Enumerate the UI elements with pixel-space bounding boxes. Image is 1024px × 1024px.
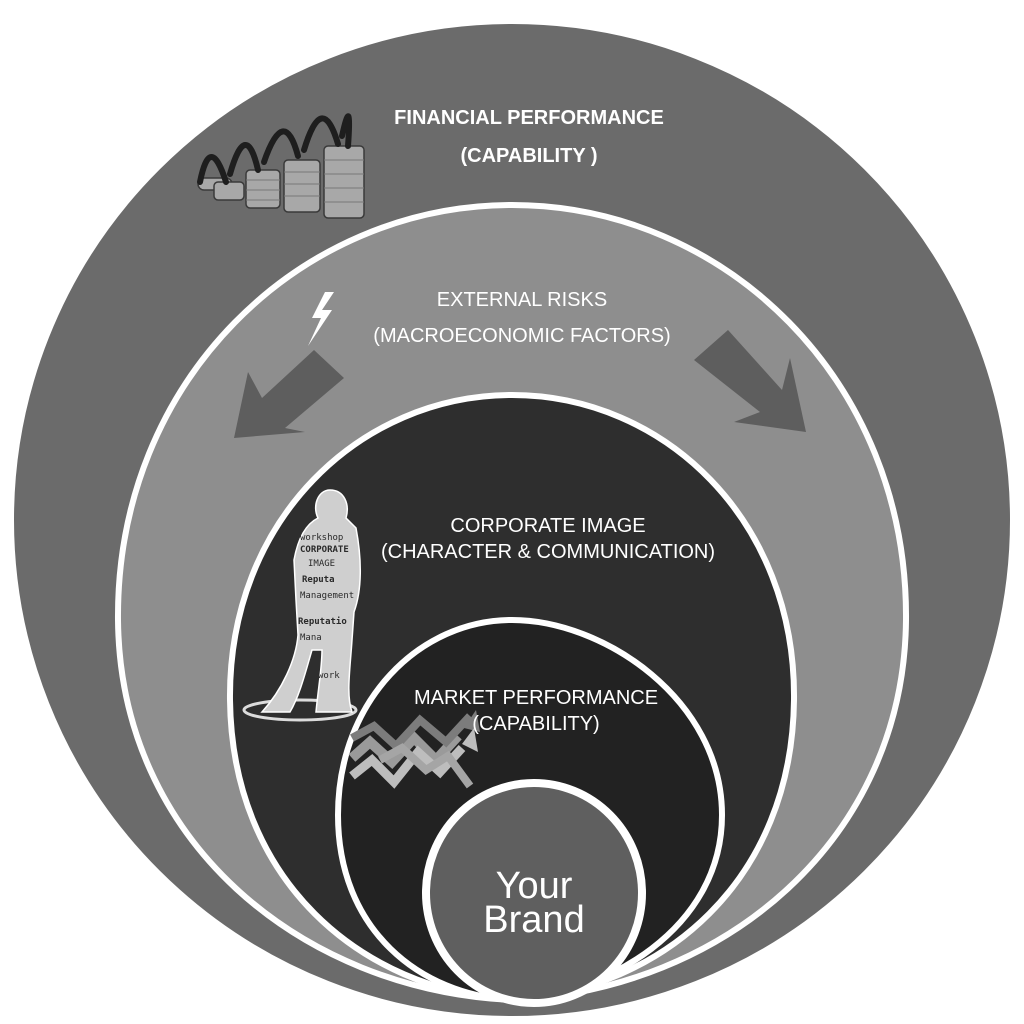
your-brand-core [422,779,646,1007]
arrow-down-left-icon [234,350,344,438]
svg-text:Reputatio: Reputatio [298,616,347,627]
external-risks-subtitle: (MACROECONOMIC FACTORS) [373,325,670,347]
arrow-down-right-icon [694,330,806,432]
your-brand-line2: Brand [483,899,584,941]
market-performance-title: MARKET PERFORMANCE [414,687,658,709]
person-silhouette-icon: workshop CORPORATE IMAGE Reputa Manageme… [242,489,361,722]
market-performance-subtitle: (CAPABILITY) [472,713,599,735]
external-risks-title: EXTERNAL RISKS [437,289,607,311]
svg-text:work: work [318,671,340,681]
your-brand-line1: Your [496,865,573,907]
financial-performance-subtitle: (CAPABILITY ) [460,145,597,167]
corporate-image-title: CORPORATE IMAGE [450,515,645,537]
lightning-icon [308,292,334,346]
svg-text:Mana: Mana [300,633,322,643]
svg-text:Reputa: Reputa [302,575,335,585]
svg-text:workshop: workshop [300,533,343,543]
corporate-image-subtitle: (CHARACTER & COMMUNICATION) [381,541,715,563]
financial-performance-title: FINANCIAL PERFORMANCE [394,107,664,129]
zigzag-arrows-icon [348,710,480,789]
svg-text:IMAGE: IMAGE [308,559,335,569]
svg-text:Management: Management [300,591,354,601]
svg-text:CORPORATE: CORPORATE [300,545,349,555]
coin-stacks-icon [197,113,365,219]
